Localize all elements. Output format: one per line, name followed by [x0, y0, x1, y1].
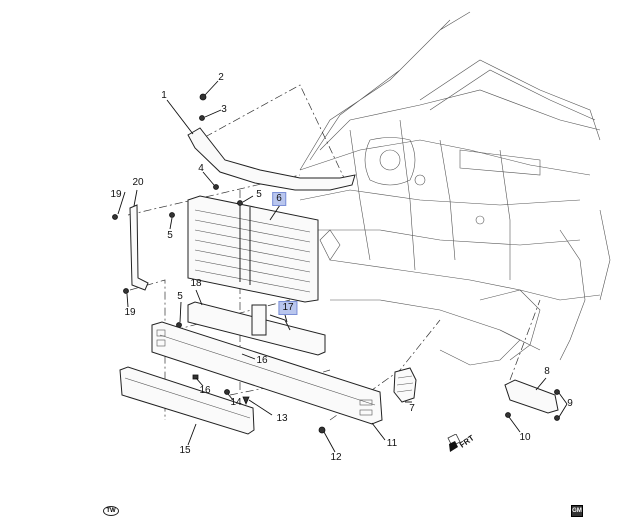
part-8-bracket	[504, 379, 559, 414]
part-19-bolt-b	[123, 288, 129, 294]
callout-5-top[interactable]: 5	[256, 189, 262, 200]
part-10-bolt	[505, 412, 511, 418]
callout-13[interactable]: 13	[276, 413, 288, 424]
callout-5-left[interactable]: 5	[167, 230, 173, 241]
part-17-actuator	[251, 304, 291, 336]
callout-17[interactable]: 17	[278, 301, 298, 315]
callout-19-lower[interactable]: 19	[124, 307, 136, 318]
part-15-lower-fascia	[119, 366, 255, 435]
callout-6[interactable]: 6	[272, 192, 286, 206]
callout-8[interactable]: 8	[544, 366, 550, 377]
callout-9[interactable]: 9	[567, 398, 573, 409]
callout-16-upper[interactable]: 16	[256, 355, 268, 366]
part-4-bolt	[213, 184, 219, 190]
part-6-shutter-assembly	[187, 195, 319, 303]
callout-7[interactable]: 7	[409, 403, 415, 414]
tw-logo-icon: TW	[103, 506, 119, 516]
callout-11[interactable]: 11	[386, 438, 398, 449]
part-16-clip-b	[192, 374, 199, 380]
part-20-bracket	[129, 204, 149, 291]
part-2-bolt	[199, 93, 207, 101]
part-5-bolt-b	[169, 212, 175, 218]
part-5-bolt-a	[237, 200, 243, 206]
part-1-upper-tie-bar	[187, 127, 356, 191]
part-9-nut-a	[554, 389, 560, 395]
callout-20[interactable]: 20	[132, 177, 144, 188]
leader-lines	[117, 80, 568, 453]
callout-2[interactable]: 2	[218, 72, 224, 83]
callout-12[interactable]: 12	[330, 452, 342, 463]
part-14-clip	[224, 389, 230, 395]
callout-18[interactable]: 18	[190, 278, 202, 289]
callout-3[interactable]: 3	[221, 104, 227, 115]
part-12-nut	[318, 426, 326, 434]
part-7-insert	[393, 367, 417, 403]
vehicle-body-structure	[299, 11, 611, 366]
callout-4[interactable]: 4	[198, 163, 204, 174]
callout-1[interactable]: 1	[161, 90, 167, 101]
callout-15[interactable]: 15	[179, 445, 191, 456]
callout-14[interactable]: 14	[230, 397, 242, 408]
part-9-nut-b	[554, 415, 560, 421]
callout-19-upper[interactable]: 19	[110, 189, 122, 200]
part-13-pushpin	[242, 396, 250, 406]
part-11-impact-bar	[151, 321, 383, 425]
part-3-nut	[199, 115, 205, 121]
gm-logo-icon: GM	[571, 505, 583, 517]
front-direction-arrow-icon	[447, 434, 461, 452]
callout-5-lower[interactable]: 5	[177, 291, 183, 302]
part-19-bolt-a	[112, 214, 118, 220]
callout-10[interactable]: 10	[519, 432, 531, 443]
callout-16-lower[interactable]: 16	[199, 385, 211, 396]
